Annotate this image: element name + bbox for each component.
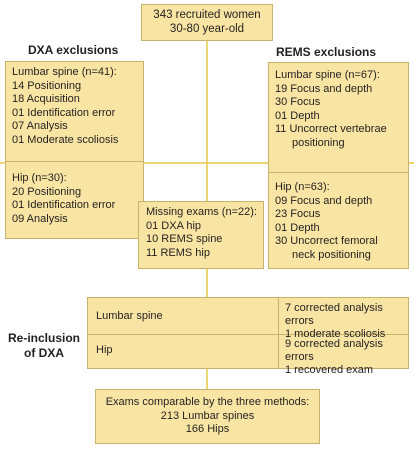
reinclusion-value: 7 corrected analysis errors xyxy=(285,302,383,327)
dxa-hip-item: 20 Positioning xyxy=(12,185,82,198)
rems-lumbar-item-cont: positioning xyxy=(292,136,345,149)
comparable-exams-box: Exams comparable by the three methods: 2… xyxy=(95,389,320,444)
missing-exams-box: Missing exams (n=22): 01 DXA hip 10 REMS… xyxy=(138,201,264,269)
rems-hip-item: 23 Focus xyxy=(275,208,321,220)
rems-exclusions-heading: REMS exclusions xyxy=(276,45,377,59)
dxa-hip-item: 09 Analysis xyxy=(12,212,68,225)
rems-lumbar-title: Lumbar spine (n=67): xyxy=(275,69,380,81)
missing-exams-title: Missing exams (n=22): xyxy=(146,206,257,218)
dxa-lumbar-title: Lumbar spine (n=41): xyxy=(12,66,117,78)
reinclusion-row-values: 7 corrected analysis errors 1 moderate s… xyxy=(285,302,408,341)
reinclusion-row-label: Hip xyxy=(96,344,113,356)
reinclusion-row-lumbar: Lumbar spine 7 corrected analysis errors… xyxy=(88,298,408,340)
rems-lumbar-item: 19 Focus and depth xyxy=(275,82,373,95)
reinclusion-box: Lumbar spine 7 corrected analysis errors… xyxy=(87,297,409,376)
dxa-lumbar-section: Lumbar spine (n=41): 14 Positioning 18 A… xyxy=(6,62,143,161)
rems-lumbar-item: 30 Focus xyxy=(275,96,321,108)
dxa-exclusions-heading: DXA exclusions xyxy=(28,43,119,57)
reinclusion-value: 1 moderate scoliosis xyxy=(285,328,386,340)
reinclusion-heading-line-1: Re-inclusion xyxy=(7,331,80,345)
reinclusion-value: 1 recovered exam xyxy=(285,364,374,376)
missing-exams-item: 01 DXA hip xyxy=(146,219,202,232)
dxa-lumbar-item: 01 Moderate scoliosis xyxy=(12,133,119,146)
reinclusion-value: 9 corrected analysis errors xyxy=(285,338,383,363)
dxa-lumbar-item: 18 Acquisition xyxy=(12,93,80,105)
recruited-line-1: 343 recruited women xyxy=(153,9,261,21)
dxa-hip-item: 01 Identification error xyxy=(12,199,116,211)
comparable-exams-item: 166 Hips xyxy=(185,423,230,435)
dxa-hip-title: Hip (n=30): xyxy=(12,172,67,184)
reinclusion-divider xyxy=(278,298,279,368)
rems-lumbar-section: Lumbar spine (n=67): 19 Focus and depth … xyxy=(269,63,408,172)
rems-exclusions-box: Lumbar spine (n=67): 19 Focus and depth … xyxy=(268,62,409,269)
reinclusion-row-label: Lumbar spine xyxy=(96,310,163,322)
recruited-box: 343 recruited women 30-80 year-old xyxy=(141,4,273,41)
rems-hip-section: Hip (n=63): 09 Focus and depth 23 Focus … xyxy=(269,172,408,262)
rems-hip-item: 09 Focus and depth xyxy=(275,194,373,207)
dxa-exclusions-box: Lumbar spine (n=41): 14 Positioning 18 A… xyxy=(5,61,144,239)
dxa-lumbar-item: 01 Identification error xyxy=(12,106,116,119)
reinclusion-heading-line-2: of DXA xyxy=(24,346,64,360)
reinclusion-heading: Re-inclusion of DXA xyxy=(4,331,84,361)
reinclusion-row-values: 9 corrected analysis errors 1 recovered … xyxy=(285,338,408,377)
missing-exams-item: 10 REMS spine xyxy=(146,233,223,245)
recruited-line-2: 30-80 year-old xyxy=(169,22,245,35)
rems-hip-item: 01 Depth xyxy=(275,221,320,234)
dxa-hip-section: Hip (n=30): 20 Positioning 01 Identifica… xyxy=(6,161,143,226)
reinclusion-row-hip: Hip 9 corrected analysis errors 1 recove… xyxy=(88,334,408,376)
comparable-exams-title: Exams comparable by the three methods: xyxy=(105,396,310,408)
rems-hip-item: 30 Uncorrect femoral xyxy=(275,235,378,247)
dxa-lumbar-item: 07 Analysis xyxy=(12,120,68,132)
rems-lumbar-item: 01 Depth xyxy=(275,109,320,122)
rems-hip-item-cont: neck positioning xyxy=(292,248,371,261)
missing-exams-item: 11 REMS hip xyxy=(146,246,210,259)
rems-lumbar-item: 11 Uncorrect vertebrae xyxy=(275,123,387,135)
comparable-exams-item: 213 Lumbar spines xyxy=(160,409,255,422)
dxa-lumbar-item: 14 Positioning xyxy=(12,79,82,92)
rems-hip-title: Hip (n=63): xyxy=(275,181,330,193)
